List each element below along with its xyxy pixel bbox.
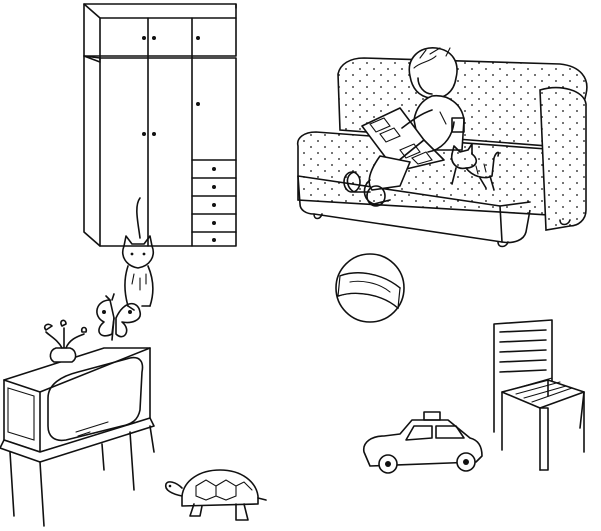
kitten-icon[interactable] [450, 143, 500, 191]
boy-icon[interactable] [343, 47, 465, 207]
wardrobe-icon[interactable] [83, 3, 237, 247]
ball-icon[interactable] [335, 253, 405, 323]
vase-icon[interactable] [43, 319, 88, 363]
butterfly-icon[interactable] [96, 293, 142, 341]
tv-icon[interactable] [0, 347, 155, 527]
chair-icon[interactable] [493, 319, 585, 471]
car-icon[interactable] [362, 411, 483, 474]
cat-icon[interactable] [122, 197, 154, 311]
turtle-icon[interactable] [164, 469, 267, 521]
